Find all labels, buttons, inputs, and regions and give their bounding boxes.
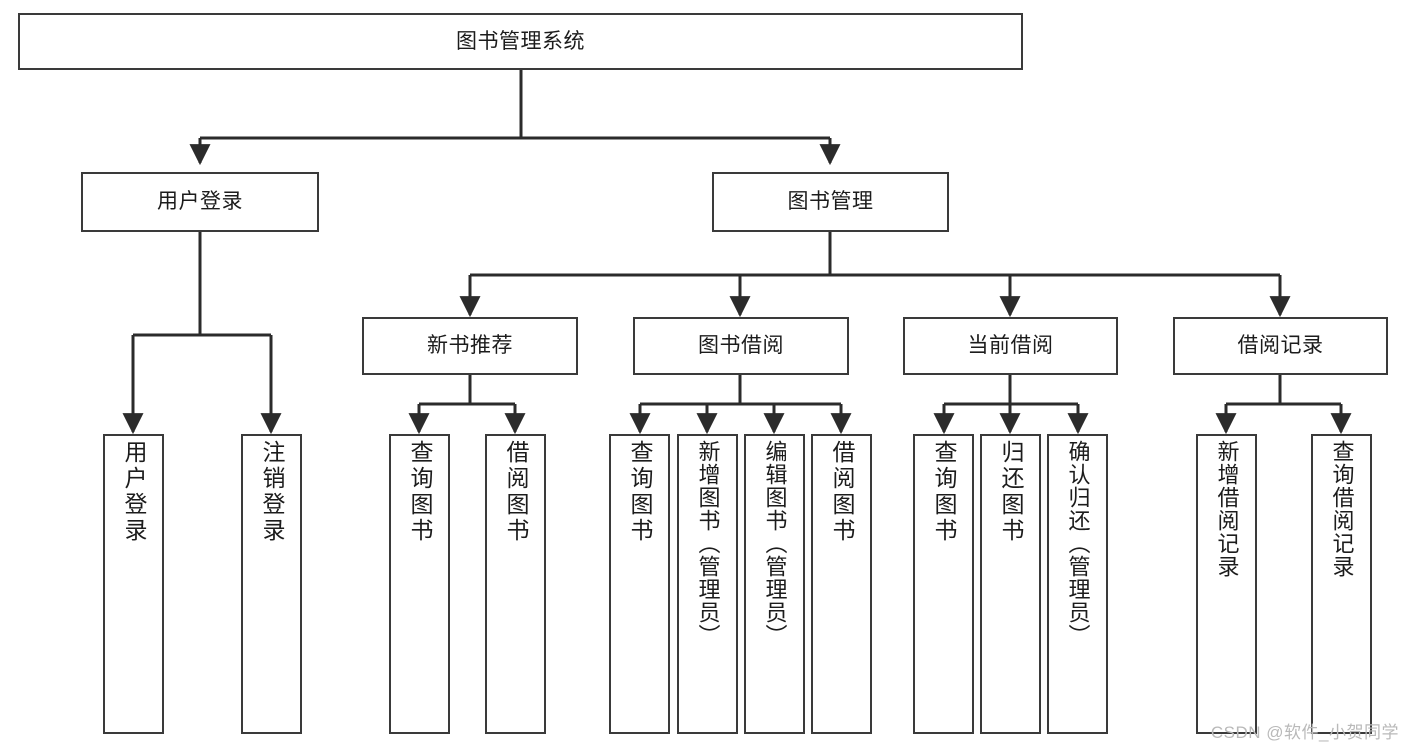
leaf-new-book-borrow[interactable]: 借阅图书 — [485, 434, 546, 734]
node-label: 查询图书 — [931, 440, 957, 544]
leaf-borrow-record-query[interactable]: 查询借阅记录 — [1311, 434, 1372, 734]
node-label: 注销登录 — [259, 440, 285, 544]
node-label: 查询借阅记录 — [1329, 440, 1355, 578]
node-borrow-record[interactable]: 借阅记录 — [1173, 317, 1388, 375]
node-label: 借阅图书 — [503, 440, 529, 544]
leaf-current-borrow-query[interactable]: 查询图书 — [913, 434, 974, 734]
node-label: 当前借阅 — [967, 334, 1054, 358]
node-book-management[interactable]: 图书管理 — [712, 172, 949, 232]
node-new-book-recommend[interactable]: 新书推荐 — [362, 317, 578, 375]
node-label: 用户登录 — [157, 190, 243, 214]
leaf-current-borrow-return[interactable]: 归还图书 — [980, 434, 1041, 734]
node-label: 借阅图书 — [829, 440, 855, 544]
node-label: 新增图书（管理员） — [695, 440, 721, 647]
node-user-login[interactable]: 用户登录 — [81, 172, 319, 232]
node-label: 查询图书 — [407, 440, 433, 544]
node-label: 新书推荐 — [427, 334, 513, 358]
node-label: 图书管理 — [787, 190, 874, 214]
node-label: 用户登录 — [121, 440, 147, 544]
leaf-user-login-login[interactable]: 用户登录 — [103, 434, 164, 734]
node-label: 新增借阅记录 — [1214, 440, 1240, 578]
leaf-book-borrow-add[interactable]: 新增图书（管理员） — [677, 434, 738, 734]
leaf-current-borrow-confirm-return[interactable]: 确认归还（管理员） — [1047, 434, 1108, 734]
node-label: 借阅记录 — [1237, 334, 1324, 358]
leaf-new-book-query[interactable]: 查询图书 — [389, 434, 450, 734]
leaf-book-borrow-edit[interactable]: 编辑图书（管理员） — [744, 434, 805, 734]
watermark: CSDN @软件_小贺同学 — [1210, 723, 1399, 742]
node-label: 归还图书 — [998, 440, 1024, 544]
leaf-user-login-logout[interactable]: 注销登录 — [241, 434, 302, 734]
node-label: 查询图书 — [627, 440, 653, 544]
leaf-book-borrow-query[interactable]: 查询图书 — [609, 434, 670, 734]
leaf-borrow-record-add[interactable]: 新增借阅记录 — [1196, 434, 1257, 734]
node-current-borrow[interactable]: 当前借阅 — [903, 317, 1118, 375]
node-label: 确认归还（管理员） — [1065, 440, 1091, 647]
node-root-system[interactable]: 图书管理系统 — [18, 13, 1023, 70]
node-book-borrow[interactable]: 图书借阅 — [633, 317, 849, 375]
node-label: 编辑图书（管理员） — [762, 440, 788, 647]
leaf-book-borrow-borrow[interactable]: 借阅图书 — [811, 434, 872, 734]
node-label: 图书借阅 — [698, 334, 784, 358]
node-label: 图书管理系统 — [456, 29, 585, 53]
